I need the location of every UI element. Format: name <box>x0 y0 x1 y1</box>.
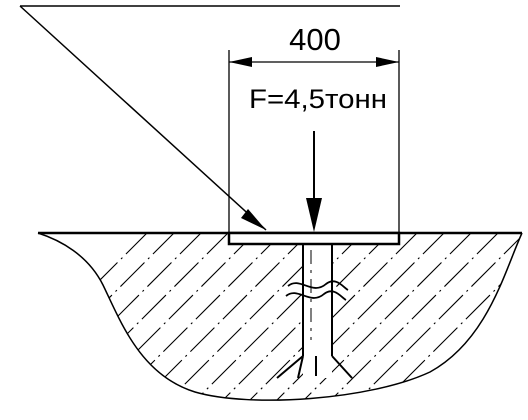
hatch-line <box>229 233 421 401</box>
load-label: F=4,5тонн <box>249 84 387 114</box>
dimension-label: 400 <box>289 22 341 57</box>
hatch-line <box>121 233 313 401</box>
dimension-arrow-right <box>376 57 399 67</box>
hatch-line <box>364 233 522 401</box>
hatch-line <box>67 233 259 401</box>
soil-hatching <box>38 233 522 401</box>
hatch-line <box>38 233 151 401</box>
dimension-400 <box>228 50 400 232</box>
force-arrowhead <box>306 198 322 232</box>
anchor-claws <box>276 355 353 379</box>
base-plate <box>227 231 401 246</box>
leader-line <box>19 5 400 231</box>
hatch-line <box>38 233 205 401</box>
hatch-line <box>472 233 522 401</box>
hatch-line <box>391 233 522 401</box>
break-symbol <box>285 280 349 301</box>
hatch-line <box>38 233 178 401</box>
hatch-line <box>337 233 522 401</box>
hatch-line <box>499 233 522 401</box>
dimension-arrow-left <box>229 57 252 67</box>
hatch-line <box>40 233 232 401</box>
hatch-line <box>256 233 448 401</box>
hatch-line <box>445 233 522 401</box>
hatch-line <box>283 233 475 401</box>
leader-arrowhead <box>241 209 266 230</box>
anchor-rod <box>302 244 333 356</box>
soil-outline <box>37 232 523 401</box>
hatch-line <box>310 233 502 401</box>
hatch-line <box>175 233 367 401</box>
hatch-line <box>202 233 394 401</box>
